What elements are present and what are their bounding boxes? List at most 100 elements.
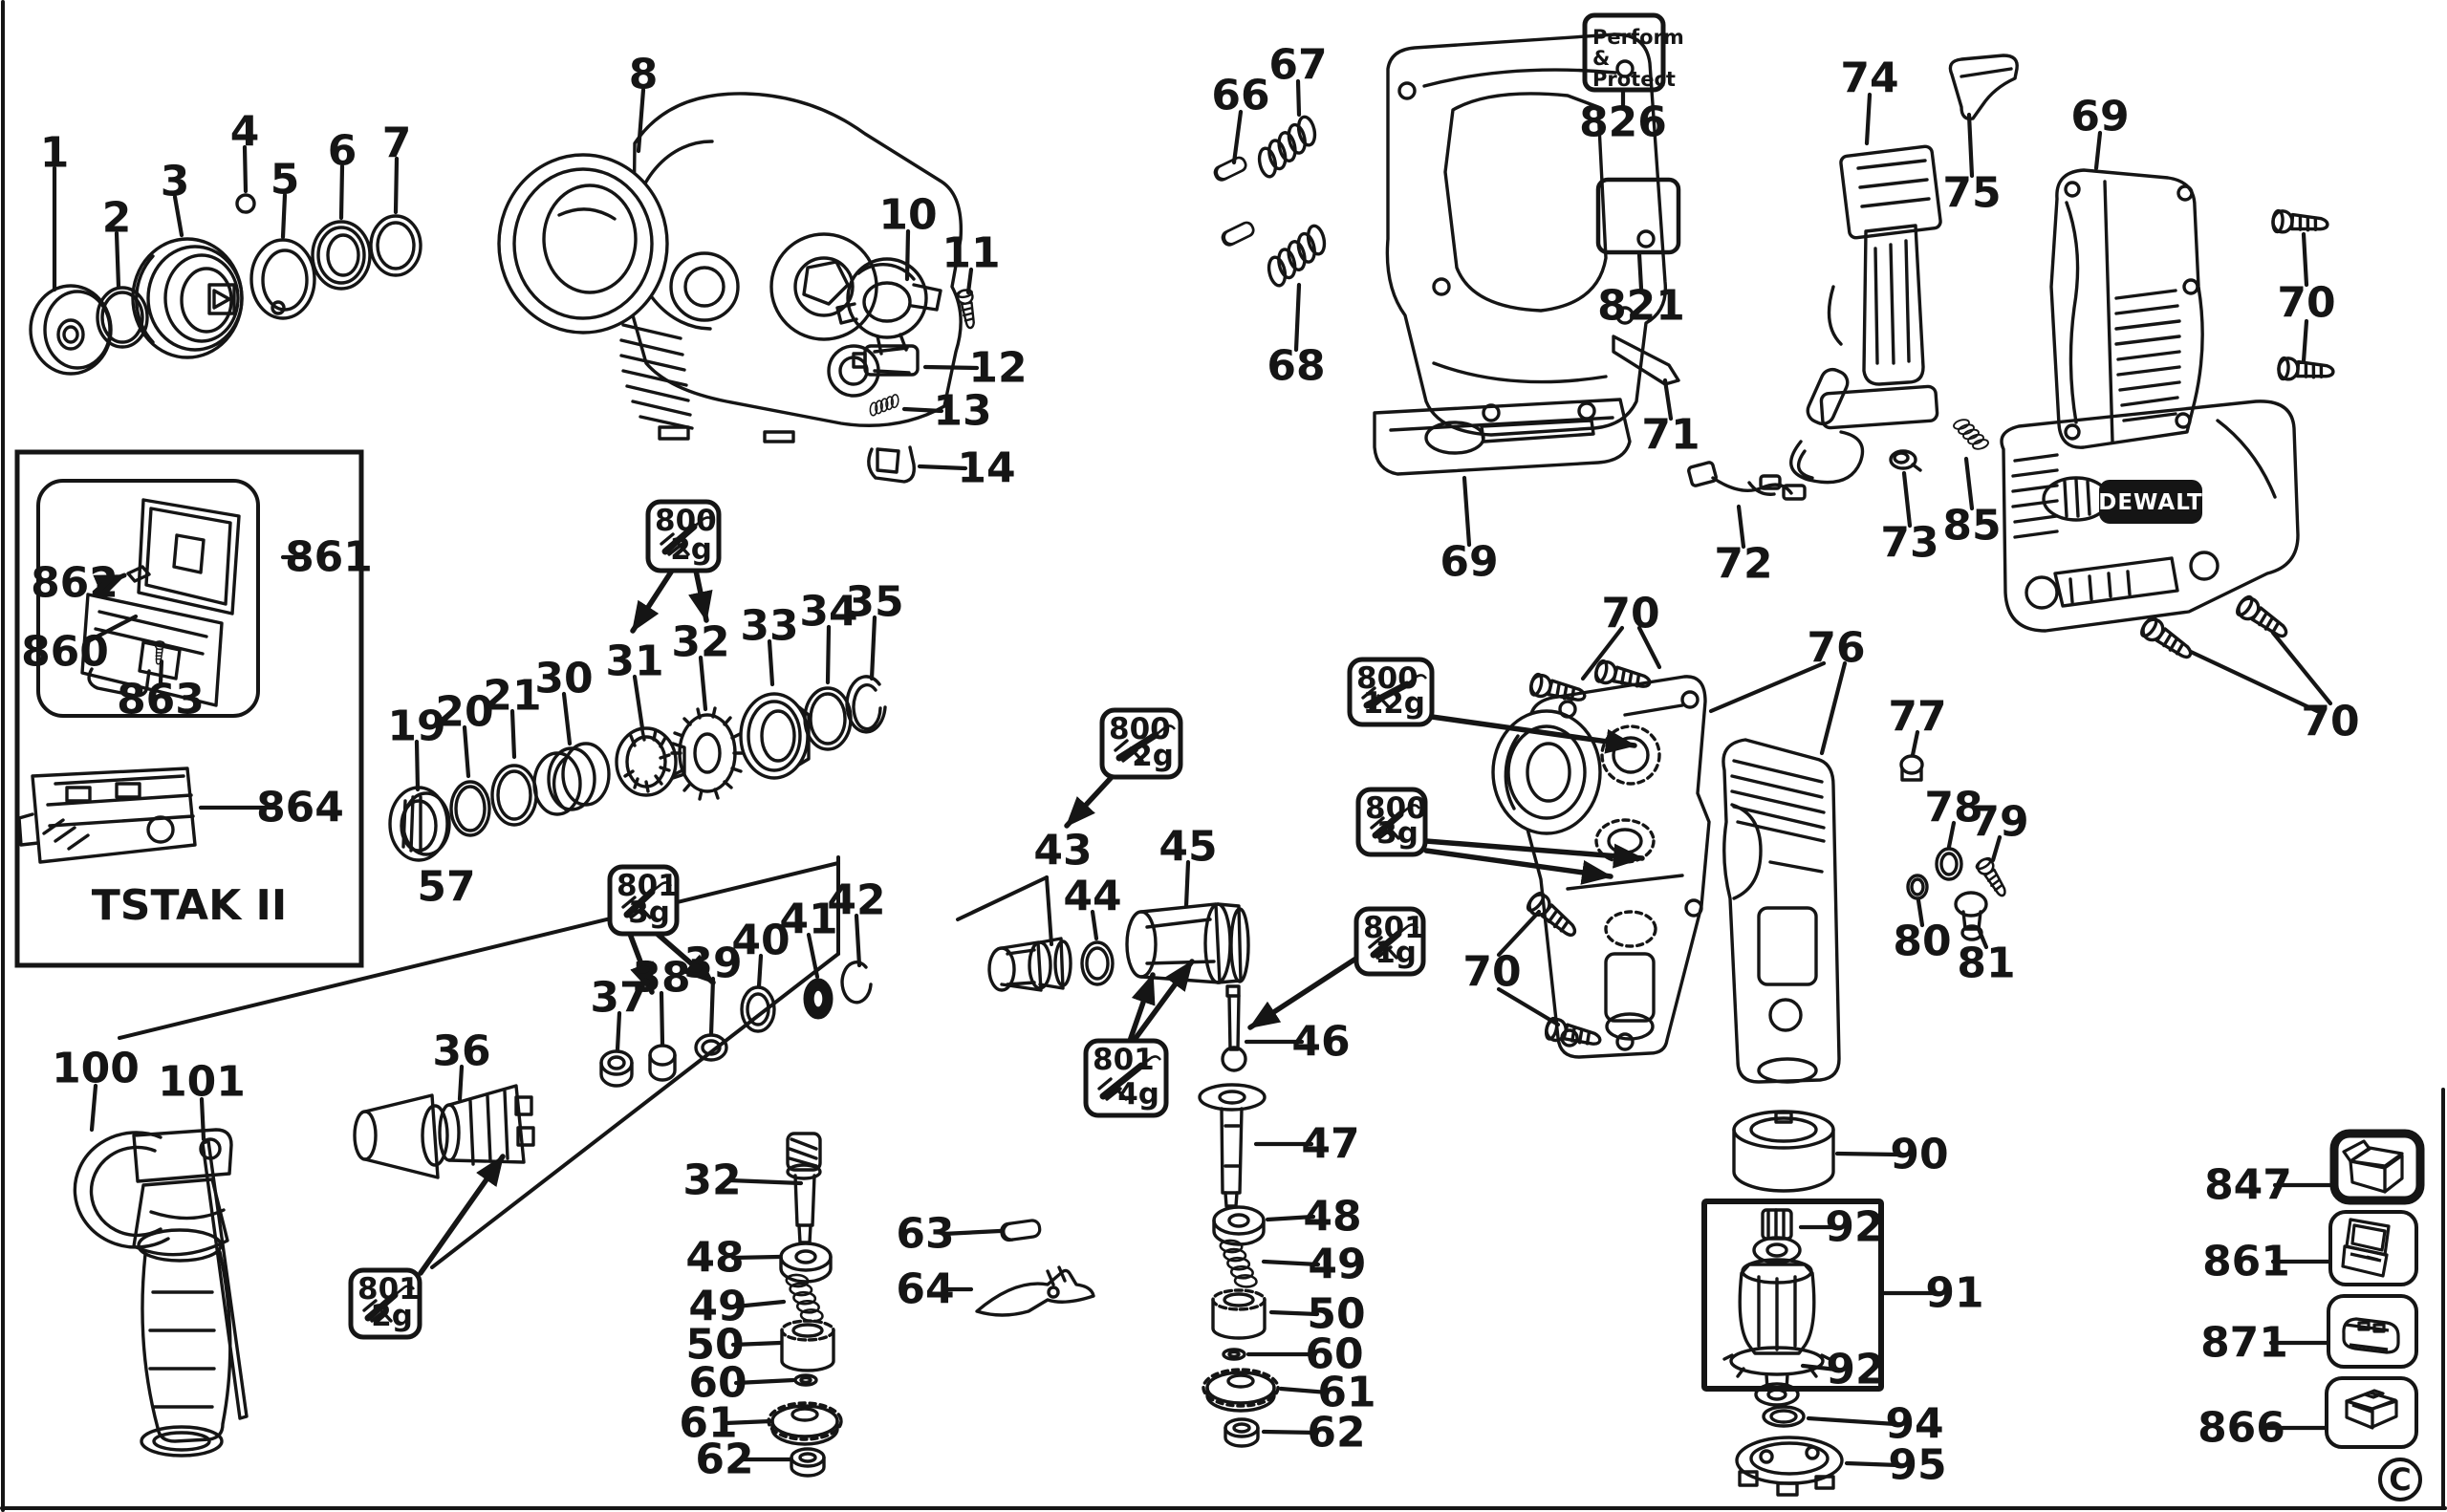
callout-861-82: 861 [280,533,373,582]
part-label-44: 44 [1063,873,1121,921]
callout-2-1: 2 [102,194,131,290]
gearbox-76-right-shell [1722,738,1841,1084]
accessory-box-861 [2328,1210,2418,1286]
part-label-847: 847 [2204,1161,2292,1210]
motor-group-90-95 [1722,1110,1844,1497]
part-69-right-clamshell [2049,168,2204,449]
part-label-14: 14 [957,444,1015,493]
callout-847-86: 847 [2204,1161,2335,1210]
callout-60-34: 60 [688,1359,796,1408]
grease-arrow [627,931,655,995]
callout-76-59: 76 [1708,624,1866,756]
part-label-67: 67 [1268,41,1327,90]
callout-69-66: 69 [2070,93,2130,171]
pointer-arrow-0 [93,572,127,598]
grease-syringe-needle [1399,804,1421,815]
leader-line [158,659,164,685]
tstak-kit-inner-box [36,479,260,718]
part-68-spring [1253,218,1340,293]
part-75-fwd-rev-button [1948,54,2019,120]
part-label-80: 80 [1893,918,1951,966]
dewalt-badge [2099,480,2202,524]
part-4-ball [235,193,256,214]
part-2-oring [96,286,149,349]
part-label-85: 85 [1942,502,2001,551]
part-5-washer [249,238,316,320]
leader-line [636,87,646,154]
callout-32-18: 32 [671,618,730,712]
part-48c-bearing [1212,1205,1266,1246]
grease-arrow [418,1154,506,1276]
part-label-11: 11 [942,229,1000,278]
leader-line [1496,986,1561,1027]
leader-line [1976,926,1989,950]
part-50c-clutch-cup [1211,1288,1267,1340]
part-50-clutch-cup [780,1319,835,1372]
grease-syringe-icon [661,523,698,555]
part-67-spring [1244,109,1331,184]
callout-48-31: 48 [685,1234,782,1283]
callout-94-75: 94 [1806,1400,1944,1449]
part-label-50: 50 [685,1321,744,1370]
kitbox-icon [2341,1244,2389,1278]
leader-line [1963,456,1975,511]
callout-42-29: 42 [827,876,886,968]
grease-syringe-grip [1114,739,1144,763]
part-label-12: 12 [968,344,1027,393]
part-label-69: 69 [2070,93,2129,141]
part-12-button [852,344,920,377]
leader-line [1864,92,1873,146]
leader-line [1736,504,1746,550]
gearbox-76-left [1491,675,1711,1059]
part-label-31: 31 [605,637,663,686]
grease-syringe-needle [1140,1055,1162,1067]
leader-line [2301,231,2309,288]
part-61-gear [767,1401,843,1446]
battery-foot-housing [2000,400,2300,633]
callout-19-13: 19 [387,702,446,792]
grease-arrow [1247,955,1360,1030]
part-label-40: 40 [731,917,790,965]
part-62c-nut [1224,1417,1260,1448]
leader-line [280,192,288,240]
dewalt-logo-text: DEWALT [2098,490,2202,515]
tstak-ii-label: TSTAK II [92,881,288,930]
leader-line [1261,1259,1321,1267]
part-13-spring [865,392,903,419]
armature-91-box [1701,1199,1884,1392]
diagram-line-6 [956,875,1049,921]
part-45-piston [1125,902,1250,984]
callout-61-48: 61 [1278,1369,1376,1417]
part-label-75: 75 [1942,169,2001,218]
callout-75-58: 75 [1942,112,2002,218]
grease-arrow [1429,714,1637,754]
battery-icon [2351,1403,2372,1414]
right-housing-battery-group [1889,168,2300,633]
part-label-37: 37 [590,974,648,1023]
part-label-63: 63 [896,1210,954,1259]
grease-syringe-icon [1099,1062,1145,1100]
callout-69-53: 69 [1440,475,1499,587]
grease-syringe-needle [394,1285,416,1296]
part-31-ring-gear [615,726,686,797]
part-33-bearing-cup [739,692,811,780]
part-47-spindle [1198,1083,1267,1208]
callout-31-17: 31 [605,637,664,731]
grease-syringe-needle [651,881,673,893]
part-62-nut [790,1447,826,1478]
part-60-washer [793,1373,818,1387]
leader-line [1090,909,1099,941]
callout-35-21: 35 [845,578,904,681]
part-label-91: 91 [1925,1269,1983,1318]
leader-line [1834,1151,1901,1157]
callout-36-23: 36 [432,1027,491,1102]
part-36-barrel [353,1084,535,1179]
callout-70-69: 70 [1462,909,1561,1027]
part-label-861: 861 [285,533,373,582]
kitbox-icon [2350,1223,2387,1252]
part-74-switch-assembly [1819,144,1942,430]
